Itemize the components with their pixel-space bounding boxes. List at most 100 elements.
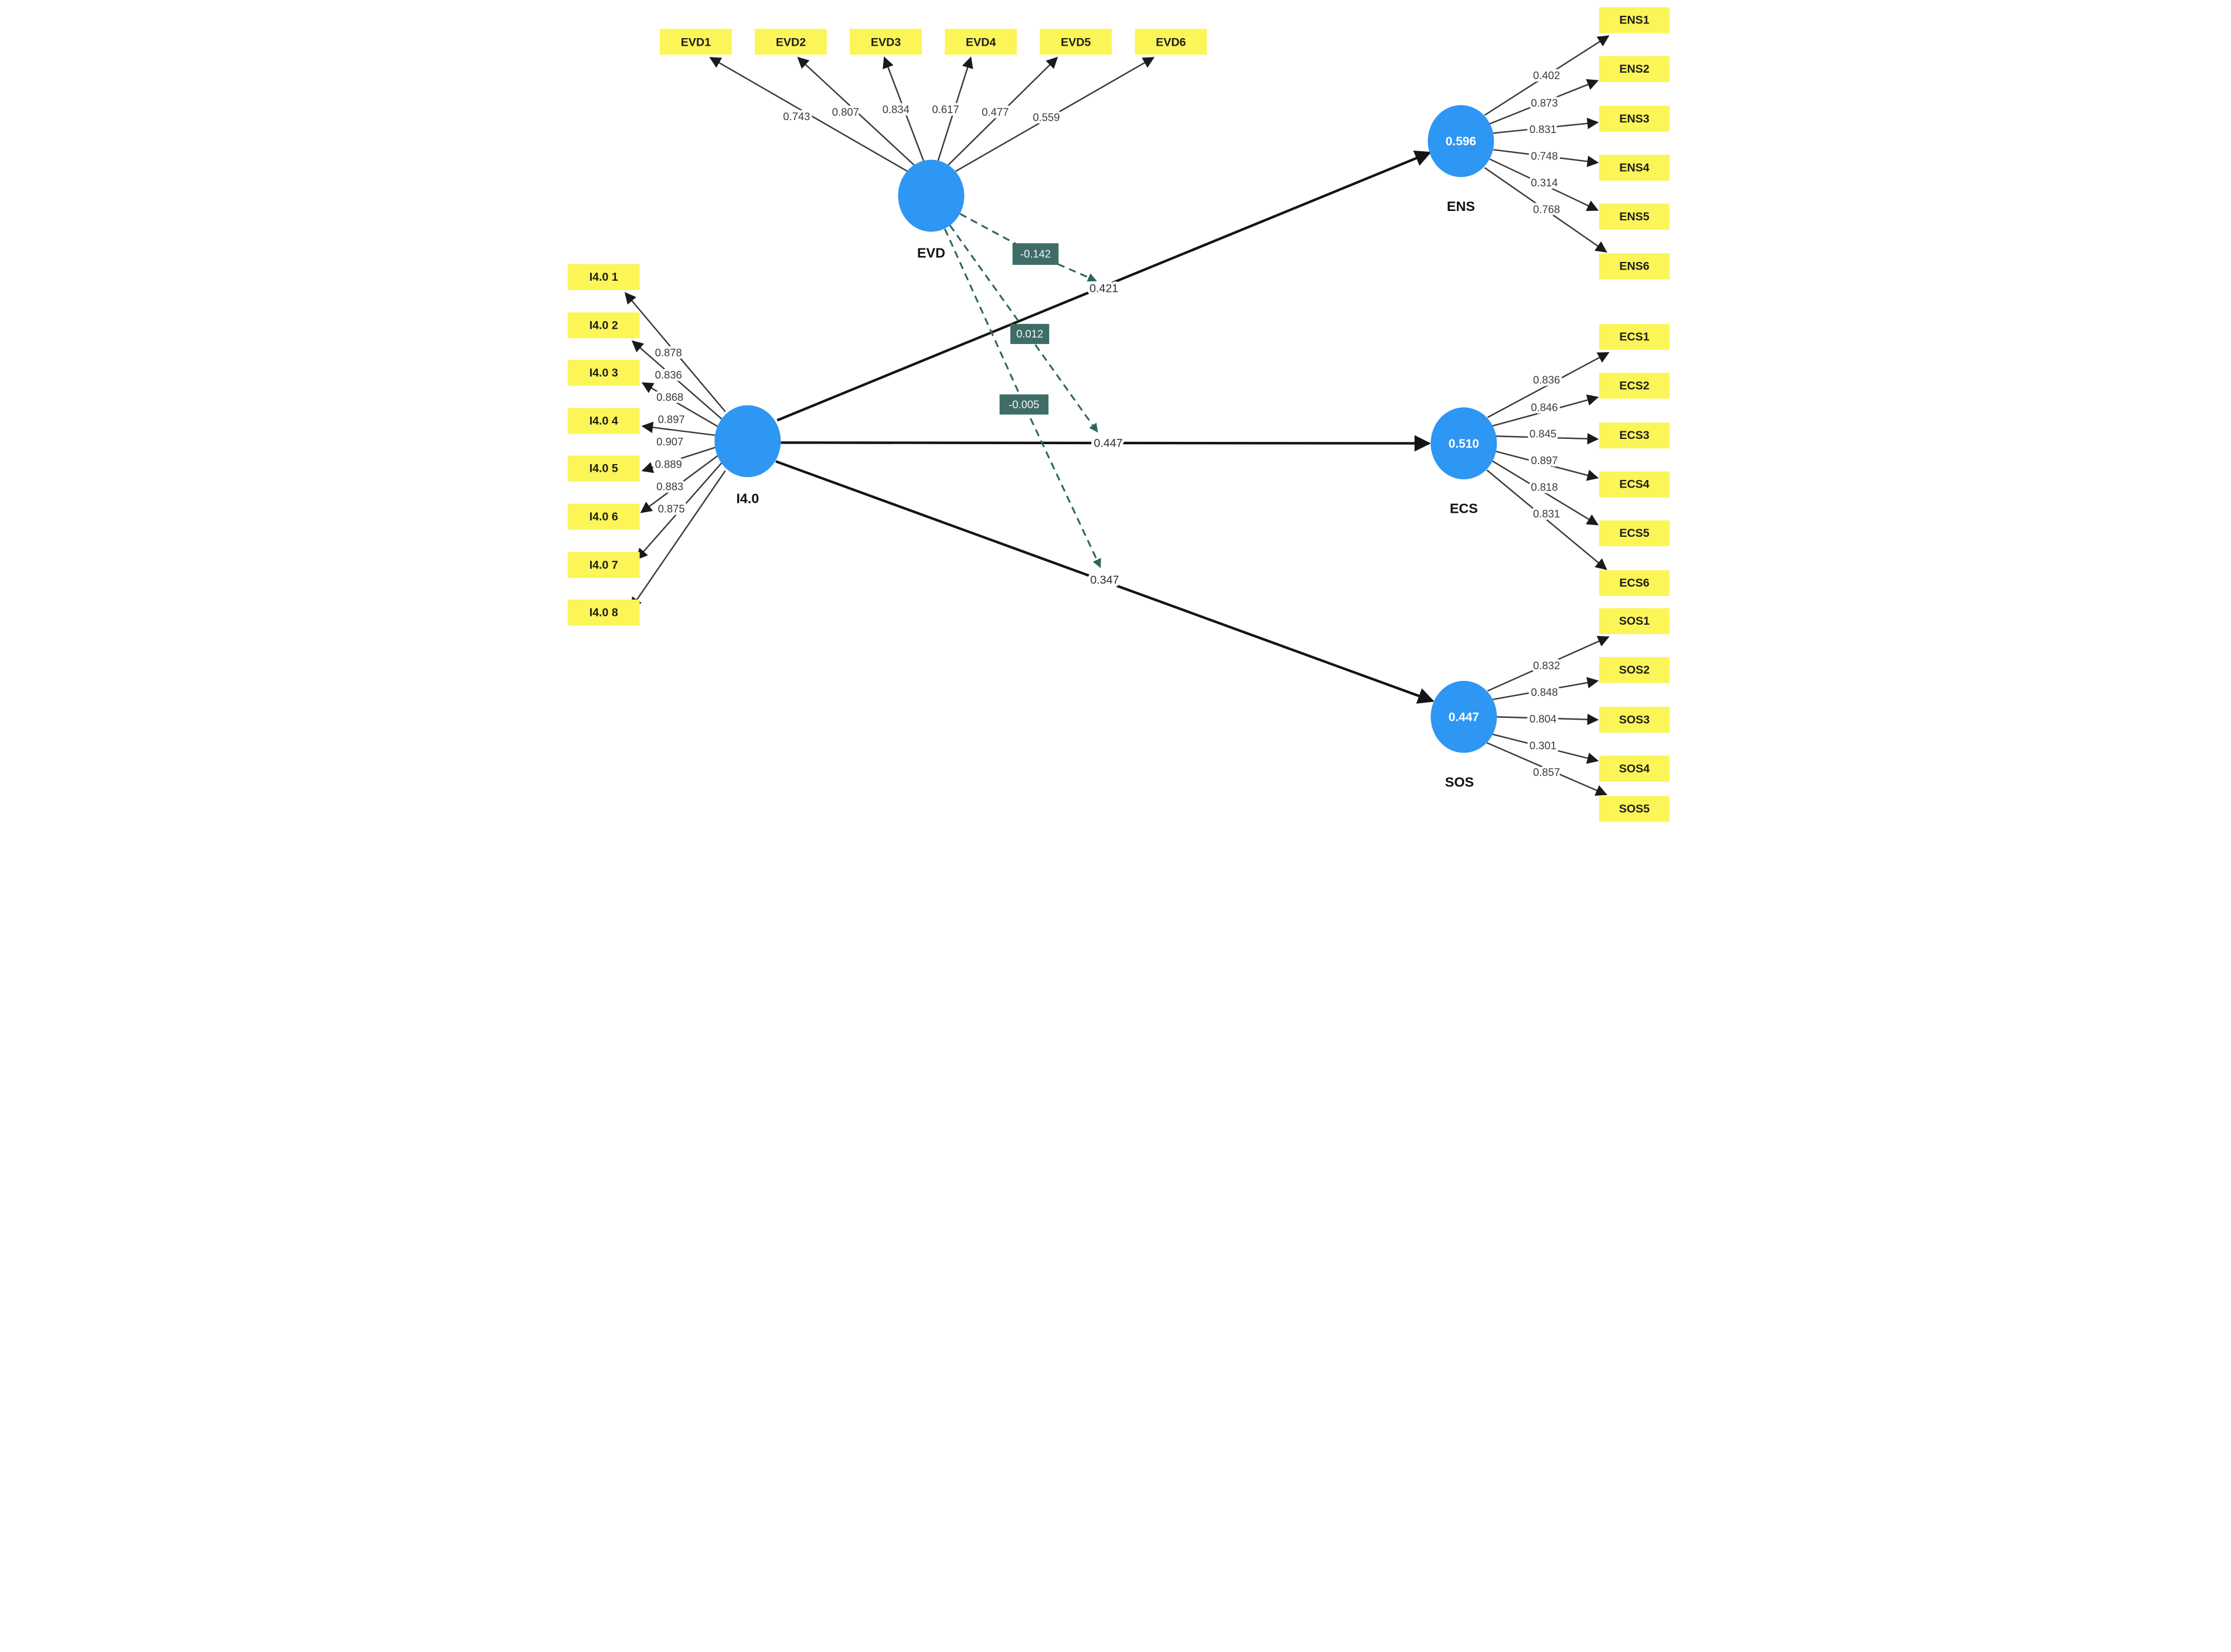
- indicator-arrow-i40-8: [630, 470, 726, 609]
- moderation-box-evd-ecs: [1010, 323, 1049, 345]
- loading-ecs1: 0.836: [1533, 374, 1560, 386]
- indicator-box-evd2: [754, 29, 827, 55]
- loading-ens6: 0.768: [1533, 203, 1560, 216]
- ens-construct-circle: [1427, 105, 1494, 178]
- indicator-label-evd5: EVD5: [1061, 36, 1091, 49]
- indicator-label-ecs4: ECS4: [1619, 478, 1649, 491]
- indicator-box-evd3: [849, 29, 922, 55]
- indicator-box-ecs3: [1599, 422, 1670, 449]
- indicator-arrow-evd2: [796, 56, 915, 166]
- loading-i40-6: 0.889: [655, 458, 682, 470]
- indicator-label-sos2: SOS2: [1619, 664, 1649, 677]
- indicator-box-ecs5: [1599, 520, 1670, 547]
- indicator-box-i40-7: [567, 552, 640, 578]
- indicator-box-sos5: [1599, 796, 1670, 822]
- loading-evd3: 0.834: [882, 103, 909, 115]
- indicator-arrow-ens2: [1489, 79, 1599, 125]
- indicator-arrow-i40-4: [641, 421, 717, 437]
- loading-i40-3: 0.868: [656, 391, 683, 403]
- loading-evd4: 0.617: [932, 103, 959, 115]
- i40-construct-circle: [714, 405, 781, 478]
- indicator-box-i40-4: [567, 408, 640, 434]
- indicator-label-i40-4: I4.0 4: [589, 415, 618, 428]
- loading-ens4: 0.748: [1531, 150, 1558, 162]
- evd-measurement: EVD1 EVD2 EVD3 EVD4 EVD5 EVD6 0.743 0.80…: [659, 29, 1207, 261]
- ecs-measurement: ECS1 ECS2 ECS3 ECS4 ECS5 ECS6 0.836 0.84…: [1430, 323, 1670, 596]
- moderation-line-evd-sos: [944, 228, 1101, 568]
- loading-ens5: 0.314: [1531, 176, 1558, 189]
- moderation-coef-evd-ens: -0.142: [1020, 248, 1050, 260]
- moderation-labels: -0.142 0.012 -0.005: [999, 243, 1058, 415]
- indicator-box-evd5: [1039, 29, 1112, 55]
- loading-ens2: 0.873: [1531, 97, 1558, 109]
- indicator-arrow-evd1: [709, 57, 908, 172]
- indicator-label-ens4: ENS4: [1619, 161, 1649, 174]
- indicator-arrow-ens6: [1484, 167, 1607, 253]
- loading-i40-2: 0.836: [655, 369, 682, 381]
- sos-construct-circle: [1430, 680, 1497, 753]
- indicator-box-ens4: [1599, 155, 1670, 181]
- indicator-arrow-ecs1: [1487, 352, 1609, 418]
- indicator-box-i40-1: [567, 264, 640, 290]
- moderation-coef-evd-sos: -0.005: [1009, 398, 1039, 410]
- evd-construct-circle: [897, 159, 964, 232]
- indicator-label-ecs3: ECS3: [1619, 429, 1649, 442]
- ecs-construct-circle: [1430, 407, 1497, 479]
- moderation-box-evd-sos: [999, 394, 1048, 415]
- loading-ecs6: 0.831: [1533, 507, 1560, 520]
- structural-paths: [775, 150, 1435, 704]
- loading-ecs4: 0.897: [1531, 454, 1558, 466]
- sem-diagram-stage: EVD1 EVD2 EVD3 EVD4 EVD5 EVD6 0.743 0.80…: [558, 0, 1673, 825]
- indicator-label-ens6: ENS6: [1619, 260, 1649, 273]
- indicator-box-i40-3: [567, 360, 640, 386]
- indicator-box-sos1: [1599, 608, 1670, 635]
- indicator-box-sos4: [1599, 755, 1670, 782]
- loading-i40-5: 0.907: [656, 435, 683, 448]
- loading-sos1: 0.832: [1533, 659, 1560, 672]
- indicator-arrow-i40-3: [641, 382, 720, 428]
- indicator-label-ens5: ENS5: [1619, 210, 1649, 223]
- indicator-label-ens3: ENS3: [1619, 113, 1649, 125]
- sem-diagram: EVD1 EVD2 EVD3 EVD4 EVD5 EVD6 0.743 0.80…: [567, 7, 1670, 822]
- indicator-arrow-sos3: [1495, 713, 1599, 725]
- indicator-label-sos3: SOS3: [1619, 713, 1649, 726]
- indicator-box-sos3: [1599, 707, 1670, 733]
- loading-evd1: 0.743: [783, 110, 810, 122]
- indicator-label-evd6: EVD6: [1156, 36, 1186, 49]
- evd-construct-label: EVD: [917, 246, 945, 261]
- indicator-label-evd1: EVD1: [680, 36, 710, 49]
- indicator-arrow-i40-7: [635, 462, 722, 560]
- indicator-box-evd6: [1135, 29, 1207, 55]
- moderation-box-evd-ens: [1012, 243, 1058, 265]
- indicator-label-ecs1: ECS1: [1619, 331, 1649, 343]
- indicator-label-evd4: EVD4: [966, 36, 996, 49]
- loading-sos2: 0.848: [1531, 686, 1558, 699]
- indicator-box-ecs6: [1599, 570, 1670, 596]
- path-i40-ecs: [780, 435, 1431, 452]
- loading-ens1: 0.402: [1533, 69, 1560, 81]
- indicator-label-i40-7: I4.0 7: [589, 558, 618, 571]
- i40-measurement: I4.0 1 I4.0 2 I4.0 3 I4.0 4 I4.0 5 I4.0 …: [567, 264, 781, 626]
- indicator-arrow-evd5: [946, 56, 1058, 166]
- indicator-box-ens6: [1599, 253, 1670, 280]
- indicator-box-ens5: [1599, 203, 1670, 230]
- indicator-arrow-evd3: [882, 56, 925, 162]
- sos-construct-label: SOS: [1445, 774, 1473, 789]
- indicator-arrow-i40-2: [631, 340, 723, 420]
- loading-evd2: 0.807: [832, 106, 859, 118]
- indicator-arrow-sos4: [1491, 733, 1599, 764]
- indicator-box-ens3: [1599, 105, 1670, 132]
- ens-r2-value: 0.596: [1445, 135, 1476, 148]
- indicator-label-i40-8: I4.0 8: [589, 606, 618, 619]
- path-i40-sos: [775, 460, 1435, 704]
- loading-i40-8: 0.875: [658, 502, 684, 515]
- indicator-box-i40-2: [567, 312, 640, 339]
- sos-r2-value: 0.447: [1448, 711, 1479, 724]
- i40-construct-label: I4.0: [736, 491, 759, 506]
- loading-sos5: 0.857: [1533, 766, 1560, 778]
- indicator-label-sos4: SOS4: [1619, 762, 1649, 775]
- indicator-arrow-ens4: [1493, 149, 1599, 168]
- loading-ecs5: 0.818: [1531, 481, 1558, 493]
- indicator-box-evd1: [659, 29, 732, 55]
- indicator-box-i40-5: [567, 455, 640, 482]
